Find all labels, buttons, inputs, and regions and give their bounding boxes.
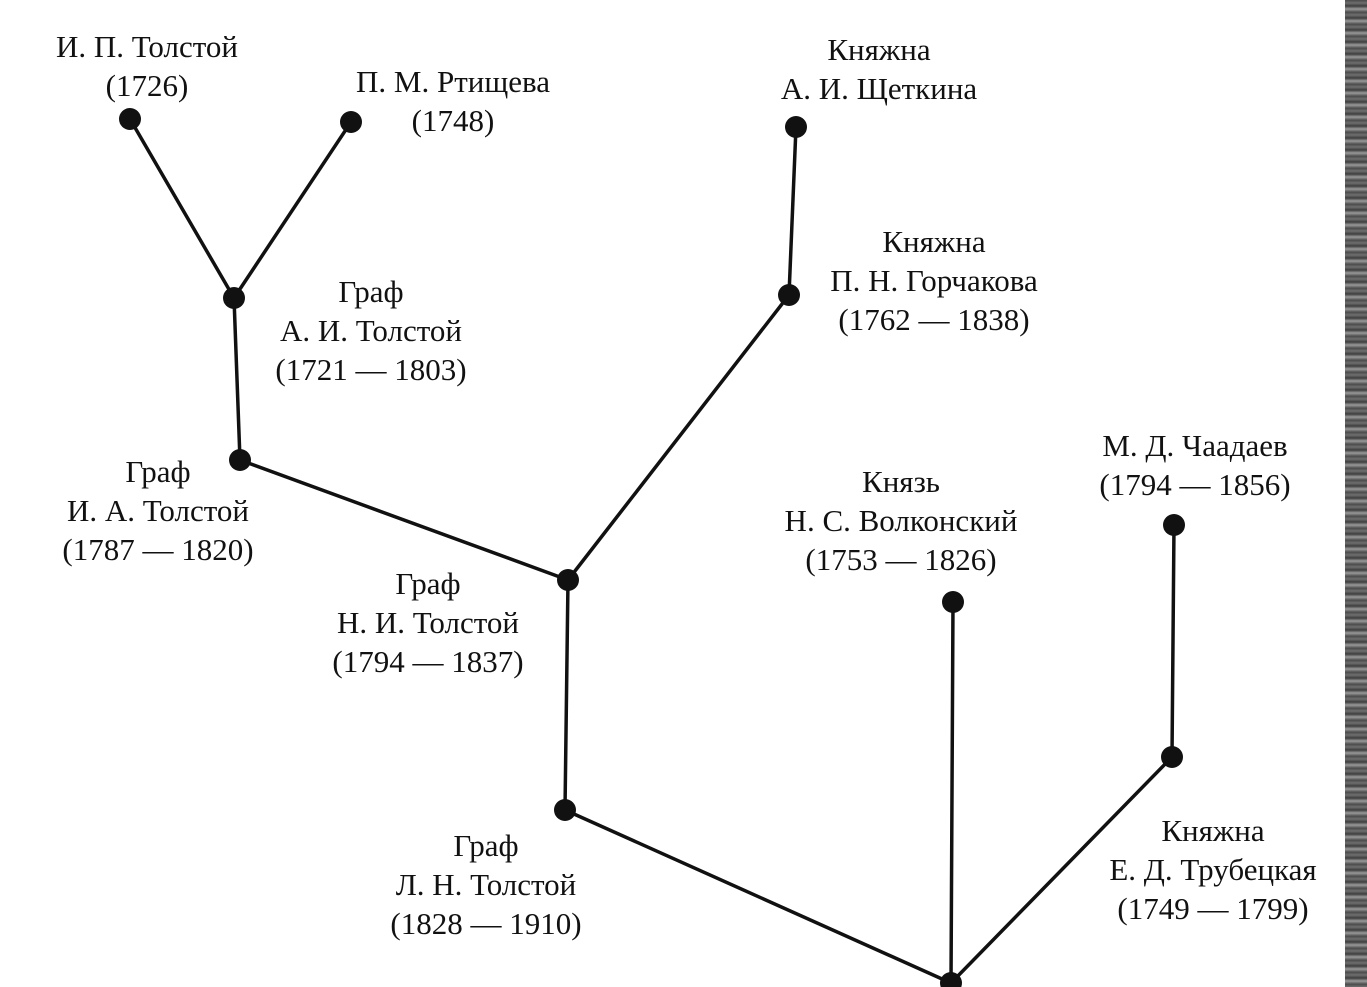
node-ed_trubetskaya bbox=[1161, 746, 1183, 768]
title-line: Граф bbox=[125, 454, 191, 489]
edge-ln_tolstoy-bottom_junction bbox=[563, 808, 953, 985]
name-line: А. И. Щеткина bbox=[780, 71, 978, 106]
name-line: Н. И. Толстой bbox=[337, 605, 519, 640]
node-ln_tolstoy bbox=[554, 799, 576, 821]
scanned-page-edge bbox=[1345, 0, 1367, 987]
dates-line: (1753 — 1826) bbox=[805, 542, 997, 577]
node-ai_shchetkina bbox=[785, 116, 807, 138]
edge-ip_tolstoy-ai_tolstoy bbox=[128, 117, 236, 300]
label-ns-volkonsky: Князь Н. С. Волконский (1753 — 1826) bbox=[785, 462, 1018, 579]
title-line: Княжна bbox=[1161, 813, 1265, 848]
label-ed-trubetskaya: Княжна Е. Д. Трубецкая (1749 — 1799) bbox=[1109, 811, 1316, 928]
edge-ed_trubetskaya-bottom_junction bbox=[949, 755, 1174, 985]
name-line: П. Н. Горчакова bbox=[830, 263, 1038, 298]
edge-pm_rtishcheva-ai_tolstoy bbox=[232, 120, 353, 300]
nodes bbox=[119, 108, 1185, 987]
title-line: Князь bbox=[862, 464, 940, 499]
node-ai_tolstoy bbox=[223, 287, 245, 309]
name-line: А. И. Толстой bbox=[280, 313, 462, 348]
edge-md_chaadaev-ed_trubetskaya bbox=[1170, 523, 1176, 759]
label-pm-rtishcheva: П. М. Ртищева (1748) bbox=[356, 62, 550, 140]
title-line: Княжна bbox=[827, 32, 931, 67]
name-line: М. Д. Чаадаев bbox=[1102, 428, 1288, 463]
node-ni_tolstoy bbox=[557, 569, 579, 591]
dates-line: (1787 — 1820) bbox=[62, 532, 254, 567]
node-ip_tolstoy bbox=[119, 108, 141, 130]
edge-pn_gorchakova-ni_tolstoy bbox=[566, 293, 791, 582]
dates-line: (1748) bbox=[411, 103, 495, 138]
label-ln-tolstoy: Граф Л. Н. Толстой (1828 — 1910) bbox=[390, 826, 581, 943]
name-line: И. А. Толстой bbox=[67, 493, 249, 528]
label-md-chaadaev: М. Д. Чаадаев (1794 — 1856) bbox=[1099, 426, 1290, 504]
name-line: И. П. Толстой bbox=[56, 29, 238, 64]
name-line: П. М. Ртищева bbox=[356, 64, 550, 99]
dates-line: (1794 — 1856) bbox=[1099, 467, 1291, 502]
node-ia_tolstoy bbox=[229, 449, 251, 471]
edge-ia_tolstoy-ni_tolstoy bbox=[238, 458, 570, 582]
label-ia-tolstoy: Граф И. А. Толстой (1787 — 1820) bbox=[62, 452, 253, 569]
node-ns_volkonsky bbox=[942, 591, 964, 613]
node-pm_rtishcheva bbox=[340, 111, 362, 133]
name-line: Л. Н. Толстой bbox=[395, 867, 577, 902]
name-line: Н. С. Волконский bbox=[784, 503, 1018, 538]
title-line: Княжна bbox=[882, 224, 986, 259]
label-pn-gorchakova: Княжна П. Н. Горчакова (1762 — 1838) bbox=[830, 222, 1038, 339]
title-line: Граф bbox=[395, 566, 461, 601]
dates-line: (1762 — 1838) bbox=[838, 302, 1030, 337]
title-line: Граф bbox=[453, 828, 519, 863]
label-ip-tolstoy: И. П. Толстой (1726) bbox=[56, 27, 238, 105]
edge-ni_tolstoy-ln_tolstoy bbox=[563, 578, 570, 812]
edge-ai_tolstoy-ia_tolstoy bbox=[232, 296, 242, 462]
edge-ns_volkonsky-bottom_junction bbox=[949, 600, 955, 985]
label-ai-shchetkina: Княжна А. И. Щеткина bbox=[781, 30, 977, 108]
dates-line: (1721 — 1803) bbox=[275, 352, 467, 387]
node-bottom_junction bbox=[940, 972, 962, 987]
node-pn_gorchakova bbox=[778, 284, 800, 306]
edge-ai_shchetkina-pn_gorchakova bbox=[787, 125, 798, 297]
name-line: Е. Д. Трубецкая bbox=[1109, 852, 1317, 887]
dates-line: (1749 — 1799) bbox=[1117, 891, 1309, 926]
edges bbox=[128, 117, 1176, 985]
title-line: Граф bbox=[338, 274, 404, 309]
dates-line: (1828 — 1910) bbox=[390, 906, 582, 941]
dates-line: (1726) bbox=[105, 68, 189, 103]
dates-line: (1794 — 1837) bbox=[332, 644, 524, 679]
label-ai-tolstoy: Граф А. И. Толстой (1721 — 1803) bbox=[275, 272, 466, 389]
label-ni-tolstoy: Граф Н. И. Толстой (1794 — 1837) bbox=[332, 564, 523, 681]
node-md_chaadaev bbox=[1163, 514, 1185, 536]
